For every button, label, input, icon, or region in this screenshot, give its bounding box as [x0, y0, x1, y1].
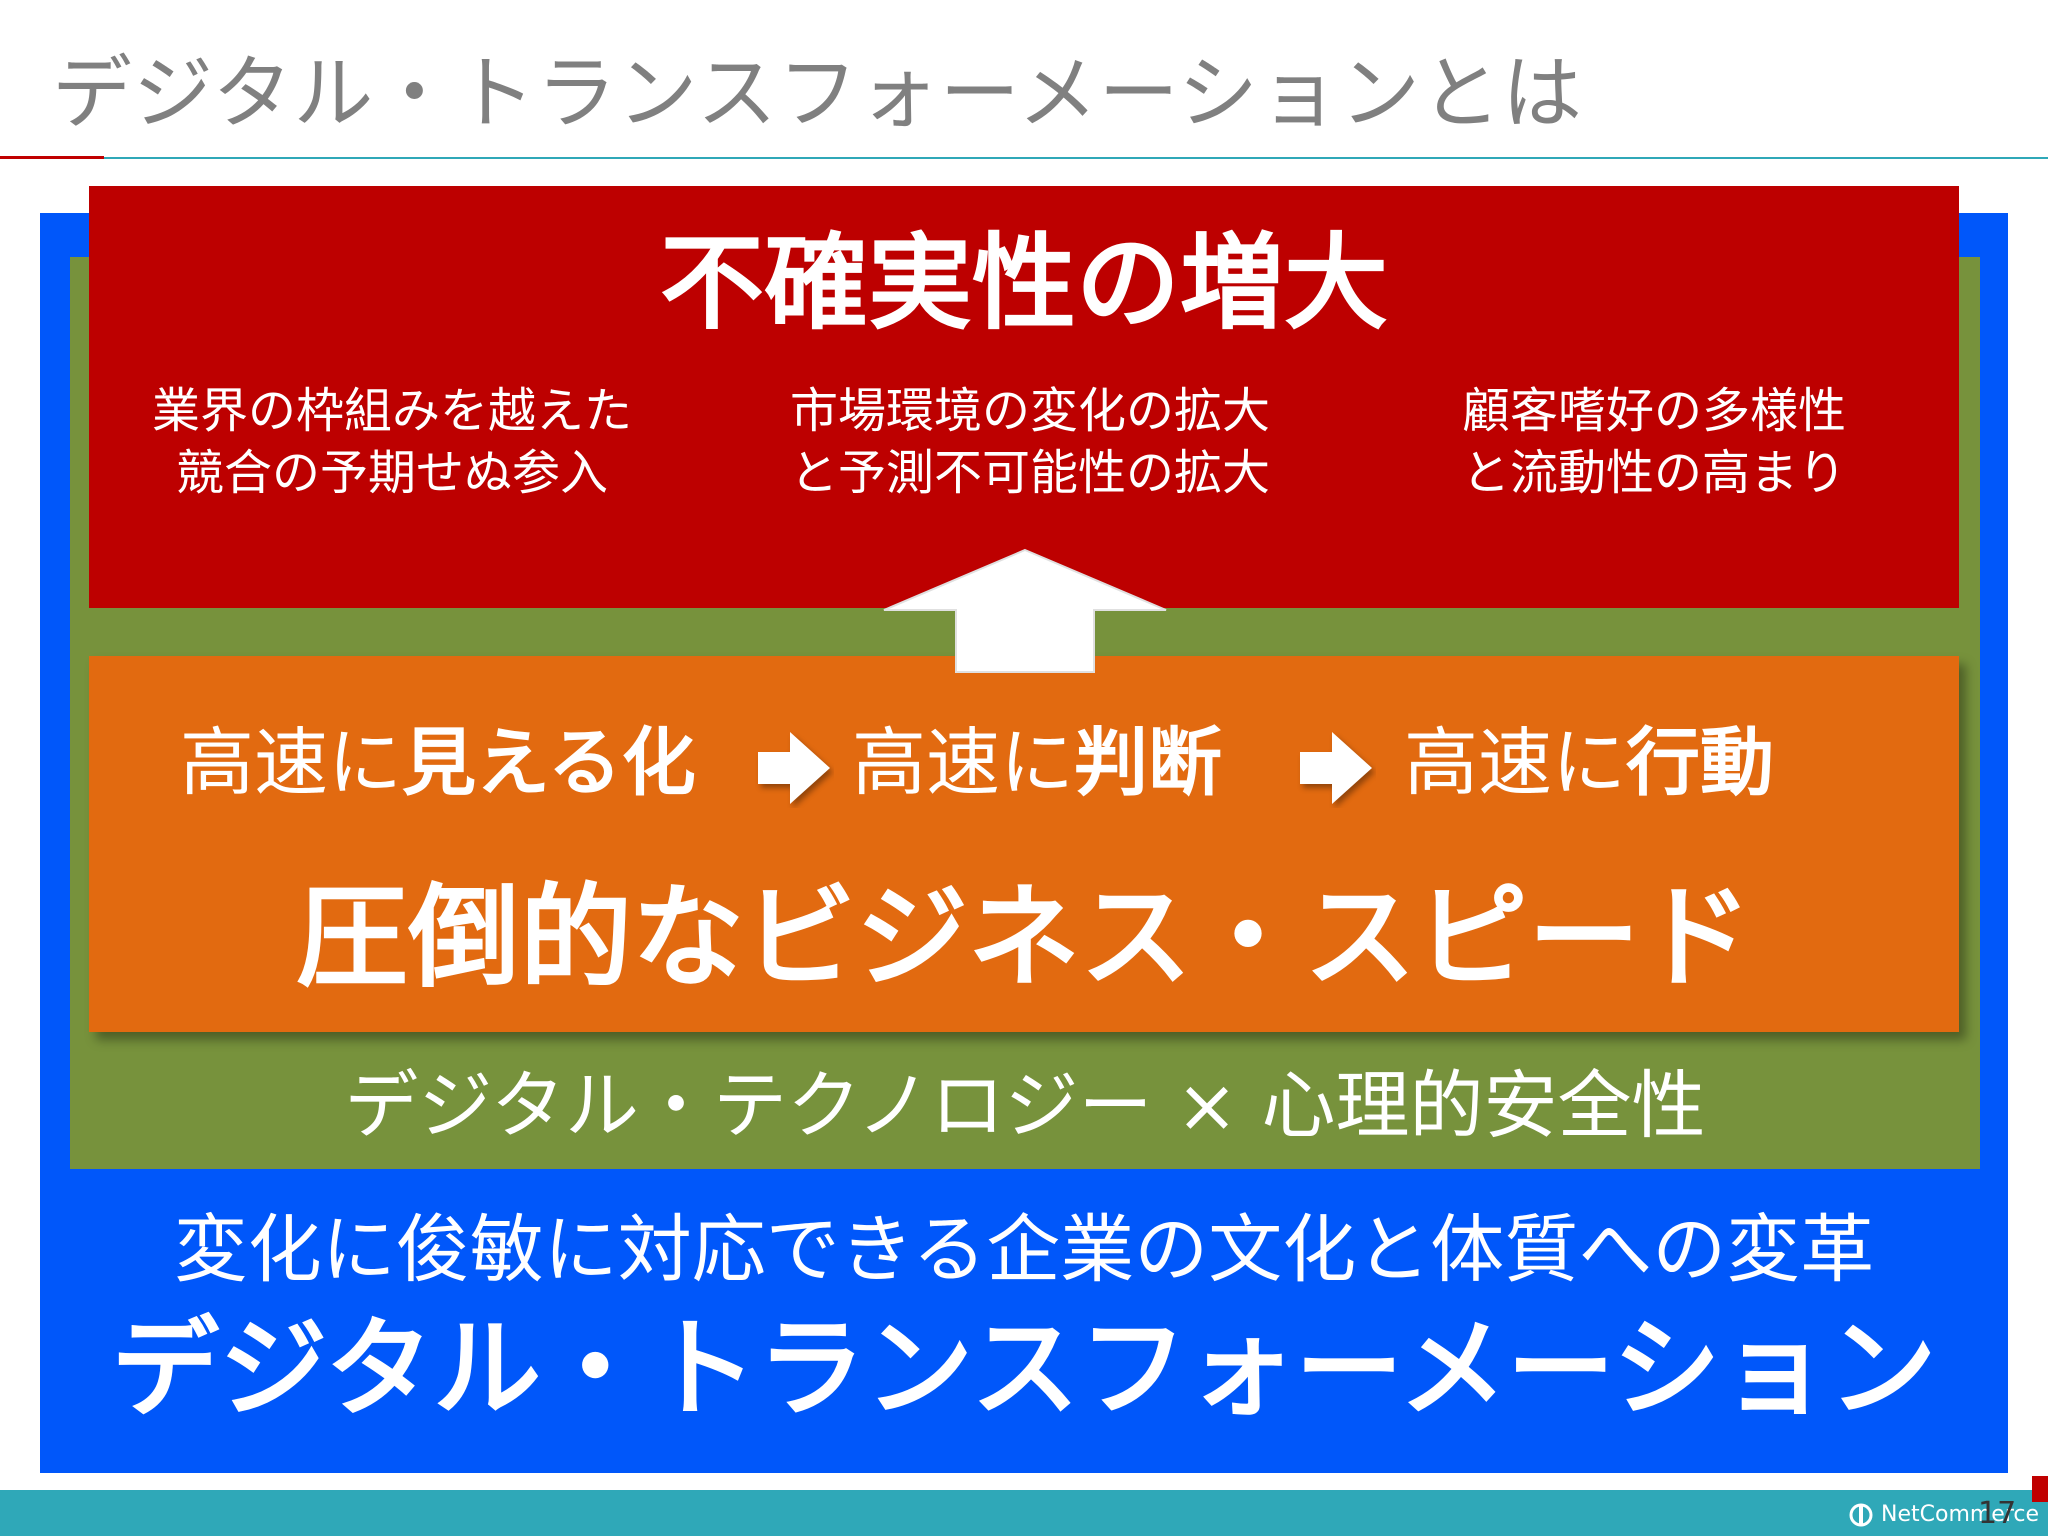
business-speed-box	[89, 656, 1959, 1032]
uncertainty-item-line1: 市場環境の変化の拡大	[789, 383, 1270, 439]
footer-bar	[0, 1490, 2048, 1536]
flow-step-emphasis: 判断	[1074, 720, 1222, 806]
uncertainty-item-line2: と予測不可能性の拡大	[789, 445, 1270, 501]
transformation-subtitle: 変化に俊敏に対応できる企業の文化と体質への変革	[173, 1207, 1875, 1293]
uncertainty-item-line2: と流動性の高まり	[1461, 445, 1846, 501]
footer-accent	[2032, 1476, 2048, 1502]
uncertainty-heading: 不確実性の増大	[659, 222, 1388, 344]
title-rule-accent	[0, 156, 104, 159]
title-rule	[104, 157, 2048, 159]
uncertainty-item: 市場環境の変化の拡大 と予測不可能性の拡大	[710, 380, 1350, 504]
flow-step-visualize: 高速に見える化	[180, 718, 696, 808]
footer-logo-text: NetCommerce	[1881, 1502, 2040, 1527]
flow-step-emphasis: 見える化	[402, 720, 696, 806]
flow-step-prefix: 高速に	[180, 720, 402, 806]
flow-step-prefix: 高速に	[852, 720, 1074, 806]
uncertainty-item-line1: 顧客嗜好の多様性	[1461, 383, 1846, 439]
footer-logo: NetCommerce	[1848, 1500, 2039, 1530]
uncertainty-item-line1: 業界の枠組みを越えた	[151, 383, 632, 439]
right-arrow-icon	[1300, 732, 1372, 804]
uncertainty-box	[89, 186, 1959, 608]
flow-step-prefix: 高速に	[1404, 720, 1626, 806]
flow-step-decide: 高速に判断	[852, 718, 1222, 808]
right-arrow-icon	[758, 732, 830, 804]
up-arrow-icon	[883, 548, 1167, 673]
uncertainty-item: 業界の枠組みを越えた 競合の予期せぬ参入	[72, 380, 712, 504]
business-speed-heading: 圧倒的なビジネス・スピード	[296, 873, 1752, 1003]
netcommerce-logo-icon	[1849, 1503, 1873, 1527]
uncertainty-item: 顧客嗜好の多様性 と流動性の高まり	[1334, 380, 1974, 504]
page-number: 17	[1978, 1496, 2017, 1531]
flow-step-emphasis: 行動	[1626, 720, 1774, 806]
uncertainty-item-line2: 競合の予期せぬ参入	[175, 445, 608, 501]
slide-title: デジタル・トランスフォーメーションとは	[52, 47, 1583, 140]
transformation-heading: デジタル・トランスフォーメーション	[111, 1307, 1937, 1432]
foundation-caption: デジタル・テクノロジー × 心理的安全性	[344, 1063, 1706, 1149]
flow-step-act: 高速に行動	[1404, 718, 1774, 808]
